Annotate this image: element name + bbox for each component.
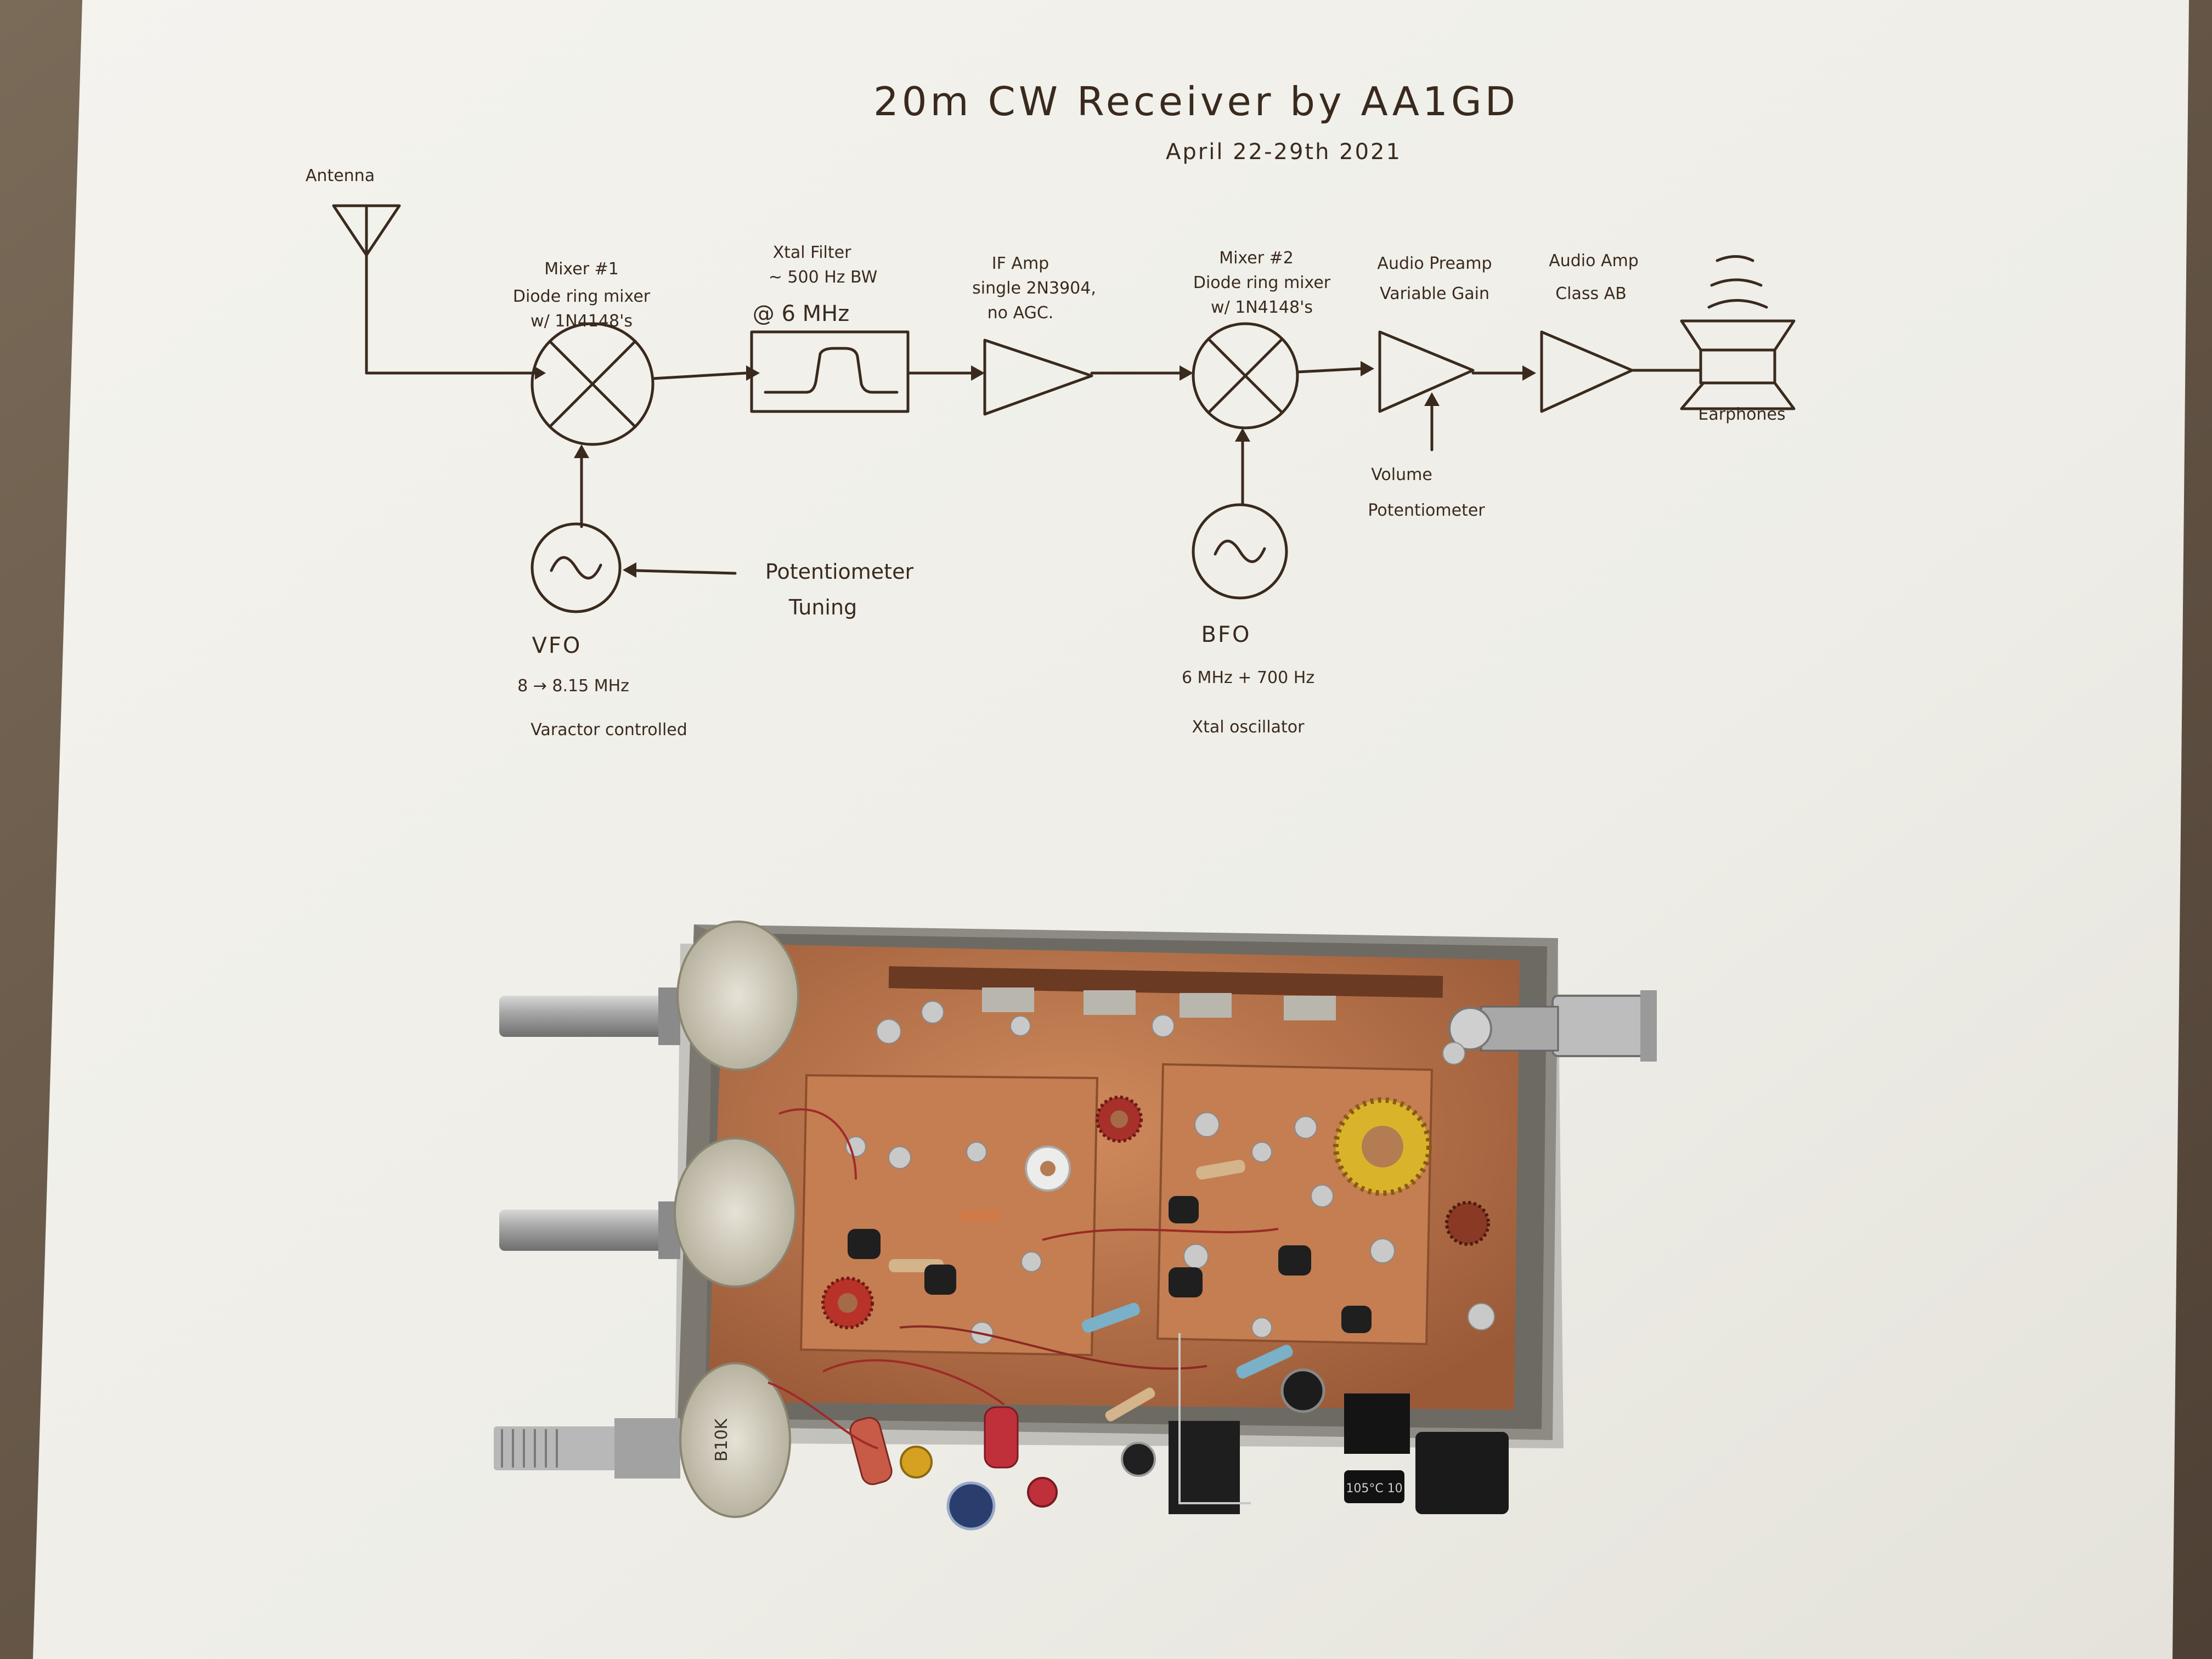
audio-amp-triangle xyxy=(1540,330,1634,413)
pot-marking: B10K xyxy=(712,1418,731,1462)
bnc-connector xyxy=(1448,990,1657,1062)
mixer2-symbol xyxy=(1192,322,1299,430)
if-amp-line1: single 2N3904, xyxy=(972,279,1096,298)
audio-preamp-line1: Variable Gain xyxy=(1380,284,1489,303)
if-amp-triangle xyxy=(983,338,1093,416)
audio-amp-title: Audio Amp xyxy=(1549,251,1639,270)
earphones-label: Earphones xyxy=(1698,405,1785,424)
vfo-symbol xyxy=(531,522,622,613)
diagram-title: 20m CW Receiver by AA1GD xyxy=(873,78,1519,125)
antenna-label: Antenna xyxy=(306,166,375,185)
if-amp-line2: no AGC. xyxy=(988,303,1054,323)
audio-preamp-triangle xyxy=(1378,330,1475,413)
diagram-subtitle: April 22-29th 2021 xyxy=(1166,139,1402,165)
audio-amp-line1: Class AB xyxy=(1555,284,1627,303)
bfo-title: BFO xyxy=(1201,622,1251,647)
audio-preamp-title: Audio Preamp xyxy=(1377,254,1492,273)
mixer2-line1: Diode ring mixer xyxy=(1193,273,1331,292)
vfo-range: 8 → 8.15 MHz xyxy=(517,676,629,696)
block-diagram: 20m CW Receiver by AA1GD April 22-29th 2… xyxy=(306,78,1796,740)
mixer1-line1: Diode ring mixer xyxy=(513,287,651,306)
tuning-line1: Potentiometer xyxy=(765,560,914,584)
mixer2-line2: w/ 1N4148's xyxy=(1211,298,1313,317)
vfo-note: Varactor controlled xyxy=(531,720,687,740)
volume-line2: Potentiometer xyxy=(1368,501,1485,520)
circuit-components: 105°C 10 xyxy=(768,966,1509,1531)
volume-line1: Volume xyxy=(1371,465,1432,484)
mixer2-title: Mixer #2 xyxy=(1219,249,1294,268)
cap-marking: 105°C 10 xyxy=(1346,1482,1402,1496)
xtal-filter-title: Xtal Filter xyxy=(773,243,852,262)
potentiometer-bottom: B10K xyxy=(494,1362,791,1518)
bfo-freq: 6 MHz + 700 Hz xyxy=(1182,668,1314,687)
xtal-filter-line1: ~ 500 Hz BW xyxy=(769,268,878,287)
antenna-icon xyxy=(332,204,537,375)
potentiometer-top xyxy=(499,921,799,1071)
mixer1-title: Mixer #1 xyxy=(544,259,619,279)
bfo-symbol xyxy=(1192,503,1288,600)
potentiometer-middle xyxy=(499,1137,797,1288)
tuning-line2: Tuning xyxy=(788,595,857,619)
bfo-note: Xtal oscillator xyxy=(1192,718,1305,737)
xtal-filter-line2: @ 6 MHz xyxy=(753,301,849,326)
if-amp-title: IF Amp xyxy=(992,254,1049,273)
vfo-title: VFO xyxy=(532,633,582,658)
mixer1-symbol xyxy=(531,322,654,446)
speaker-icon xyxy=(1680,255,1796,410)
